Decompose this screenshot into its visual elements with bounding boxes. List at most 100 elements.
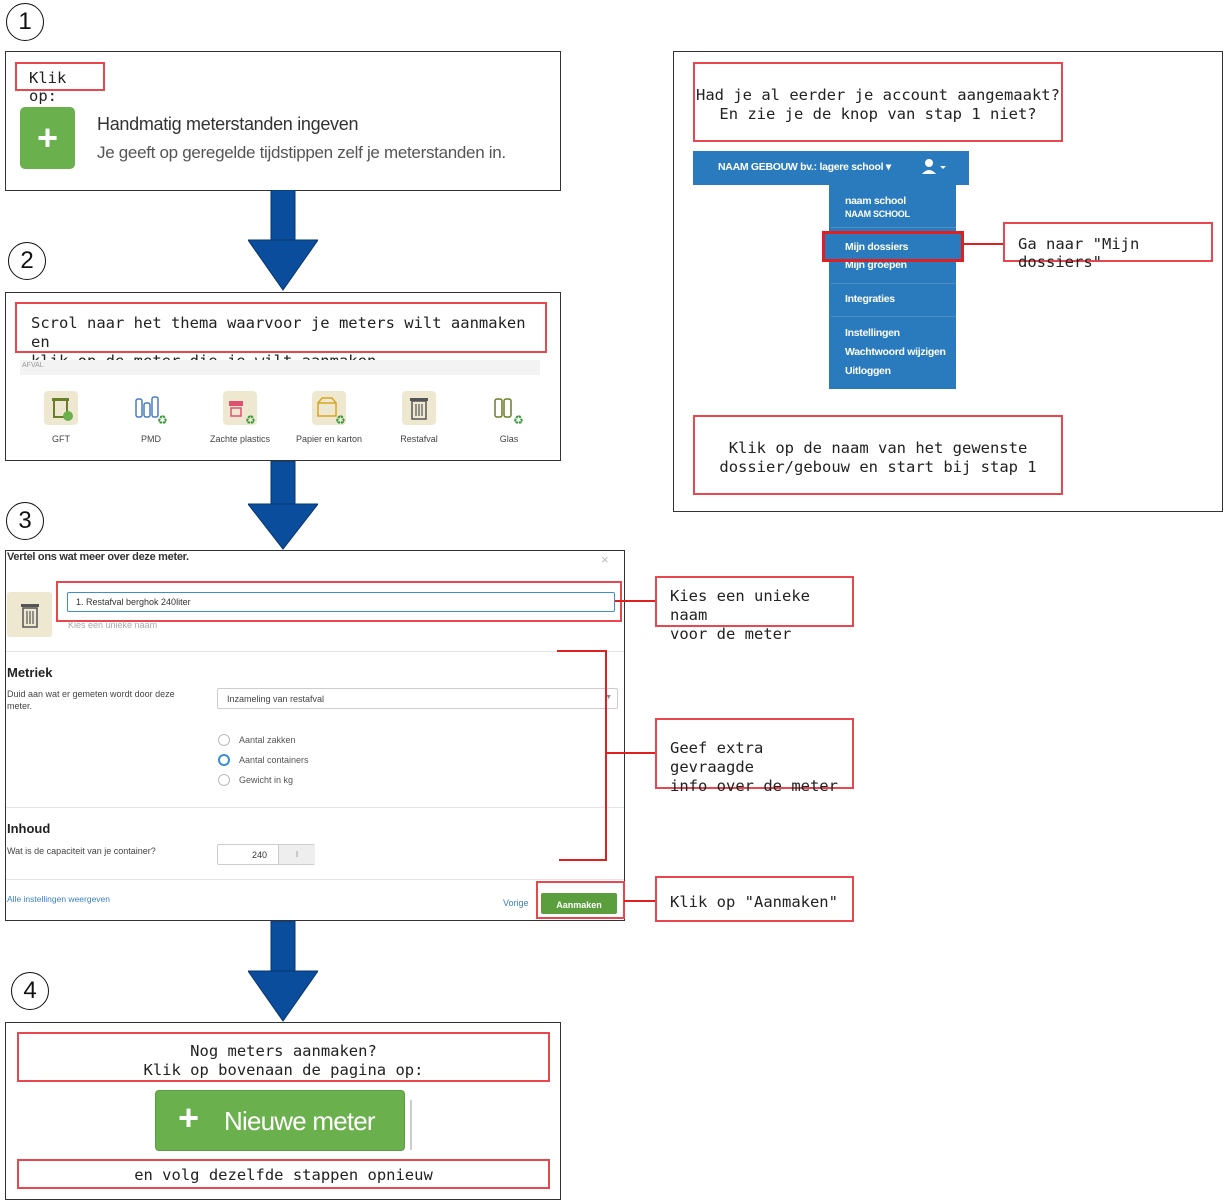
bracket-bottom (559, 859, 607, 861)
glass-tile[interactable]: ♻ (491, 391, 525, 425)
pmd-bottles-icon: ♻ (135, 396, 168, 425)
menu-mijn-groepen[interactable]: Mijn groepen (845, 259, 907, 271)
back-link[interactable]: Vorige (503, 898, 529, 908)
mijn-dossiers-callout: Ga naar "Mijn dossiers" (1003, 222, 1213, 271)
radio-aantal-containers-label: Aantal containers (239, 755, 309, 765)
existing-account-instruction-box: Klik op de naam van het gewenste dossier… (693, 415, 1063, 495)
unique-name-callout: Kies een unieke naam voor de meter (655, 576, 854, 643)
svg-text:♻: ♻ (157, 413, 168, 425)
plus-icon: + (178, 1097, 200, 1138)
step4-instruction-line1: Nog meters aanmaken? (190, 1042, 377, 1060)
capacity-unit: l (278, 845, 315, 864)
meter-name-input[interactable]: 1. Restafval berghok 240liter (67, 592, 615, 612)
metric-select[interactable]: Inzameling van restafval ▼ (217, 688, 618, 709)
arrow-down-icon (248, 461, 318, 550)
metric-section-title: Metriek (7, 665, 53, 680)
arrow-down-icon (248, 921, 318, 1022)
soft-plastics-tile[interactable]: ♻ (223, 391, 257, 425)
pmd-label: PMD (141, 434, 161, 444)
show-all-settings-link[interactable]: Alle instellingen weergeven (7, 894, 111, 904)
callout-connector (605, 752, 656, 754)
menu-integraties[interactable]: Integraties (845, 293, 895, 305)
unique-name-callout-line1: Kies een unieke naam (670, 587, 810, 624)
capacity-input[interactable]: 240 l (217, 844, 315, 865)
building-dropdown[interactable]: NAAM GEBOUW bv.: lagere school ▾ (718, 161, 891, 173)
capacity-value: 240 (252, 850, 268, 860)
callout-connector (624, 900, 656, 902)
step2-panel: Scrol naar het thema waarvoor je meters … (5, 292, 561, 461)
radio-aantal-zakken[interactable] (218, 734, 230, 746)
metric-question: Duid aan wat er gemeten wordt door deze … (7, 689, 175, 711)
arrow-down-icon (248, 190, 318, 291)
soft-plastics-icon: ♻ (229, 401, 256, 425)
create-callout-text: Klik op "Aanmaken" (670, 893, 838, 911)
menu-mijn-dossiers[interactable]: Mijn dossiers (845, 241, 909, 253)
step4-panel: Nog meters aanmaken? Klik op bovenaan de… (5, 1022, 561, 1200)
existing-account-question-line2: En zie je de knop van stap 1 niet? (719, 105, 1037, 123)
section-divider (6, 651, 624, 652)
step1-instruction: Klik op: (29, 69, 67, 105)
user-dropdown-menu (829, 185, 956, 389)
gft-tile[interactable] (44, 391, 78, 425)
step1-panel: Klik op: + Handmatig meterstanden ingeve… (5, 51, 561, 191)
bracket-top (557, 650, 607, 652)
create-callout: Klik op "Aanmaken" (655, 876, 854, 922)
extra-info-callout: Geef extra gevraagde info over de meter (655, 718, 854, 795)
step4-instruction-line2: Klik op bovenaan de pagina op: (143, 1061, 424, 1079)
section-divider (6, 807, 624, 808)
svg-text:♻: ♻ (335, 413, 346, 425)
existing-account-instruction-line2: dossier/gebouw en start bij stap 1 (719, 458, 1037, 476)
step2-instruction-box: Scrol naar het thema waarvoor je meters … (15, 302, 547, 370)
mijn-dossiers-callout-text: Ga naar "Mijn dossiers" (1018, 235, 1140, 271)
step-number-3: 3 (6, 502, 44, 540)
existing-account-question-box: Had je al eerder je account aangemaakt? … (693, 62, 1063, 142)
restafval-tile[interactable] (402, 391, 436, 425)
radio-gewicht-kg-label: Gewicht in kg (239, 775, 294, 785)
paper-tile[interactable]: ♻ (312, 391, 346, 425)
menu-school-name-caps: NAAM SCHOOL (845, 209, 910, 219)
unique-name-callout-line2: voor de meter (670, 625, 792, 643)
manual-readings-title[interactable]: Handmatig meterstanden ingeven (97, 114, 359, 134)
menu-school-name[interactable]: naam school (845, 195, 906, 207)
create-button[interactable]: Aanmaken (541, 893, 617, 914)
gft-bin-icon (52, 398, 73, 421)
capacity-question: Wat is de capaciteit van je container? (7, 846, 156, 856)
manual-readings-button[interactable]: + (20, 107, 75, 169)
step4-instruction-box: Nog meters aanmaken? Klik op bovenaan de… (17, 1032, 550, 1082)
glass-label: Glas (499, 434, 519, 444)
menu-instellingen[interactable]: Instellingen (845, 327, 900, 339)
modal-title: Vertel ons wat meer over deze meter. (7, 551, 189, 563)
restafval-label: Restafval (400, 434, 438, 444)
gft-label: GFT (52, 434, 70, 444)
modal-close-icon[interactable]: × (601, 552, 609, 567)
paper-label: Papier en karton (295, 434, 363, 444)
bracket-vertical (605, 650, 607, 861)
radio-aantal-containers[interactable] (218, 754, 230, 766)
content-section-title: Inhoud (7, 821, 51, 836)
step-number-4: 4 (11, 972, 49, 1010)
plus-icon: + (36, 117, 59, 158)
new-meter-button[interactable]: + Nieuwe meter (155, 1090, 405, 1151)
menu-divider (831, 227, 956, 228)
meter-name-value: 1. Restafval berghok 240liter (76, 597, 191, 607)
radio-aantal-zakken-label: Aantal zakken (239, 735, 296, 745)
svg-text:♻: ♻ (513, 413, 524, 425)
button-shadow-line (410, 1100, 412, 1150)
meter-name-hint: Kies een unieke naam (68, 620, 158, 630)
section-divider (6, 879, 624, 880)
radio-gewicht-kg[interactable] (218, 774, 230, 786)
step2-instruction-line1: Scrol naar het thema waarvoor je meters … (31, 314, 526, 351)
menu-divider (831, 283, 956, 284)
chevron-down-icon: ▼ (605, 694, 612, 701)
afval-section-bar: AFVAL (20, 360, 540, 375)
menu-uitloggen[interactable]: Uitloggen (845, 365, 891, 377)
menu-divider (831, 316, 956, 317)
step-number-2: 2 (8, 242, 46, 280)
menu-wachtwoord-wijzigen[interactable]: Wachtwoord wijzigen (845, 346, 946, 358)
meter-type-icon (7, 592, 52, 637)
user-menu-icon[interactable] (921, 158, 947, 181)
trash-bin-icon (20, 603, 39, 628)
pmd-tile[interactable]: ♻ (134, 391, 168, 425)
svg-text:♻: ♻ (245, 413, 256, 425)
afval-section-label: AFVAL (22, 362, 44, 369)
